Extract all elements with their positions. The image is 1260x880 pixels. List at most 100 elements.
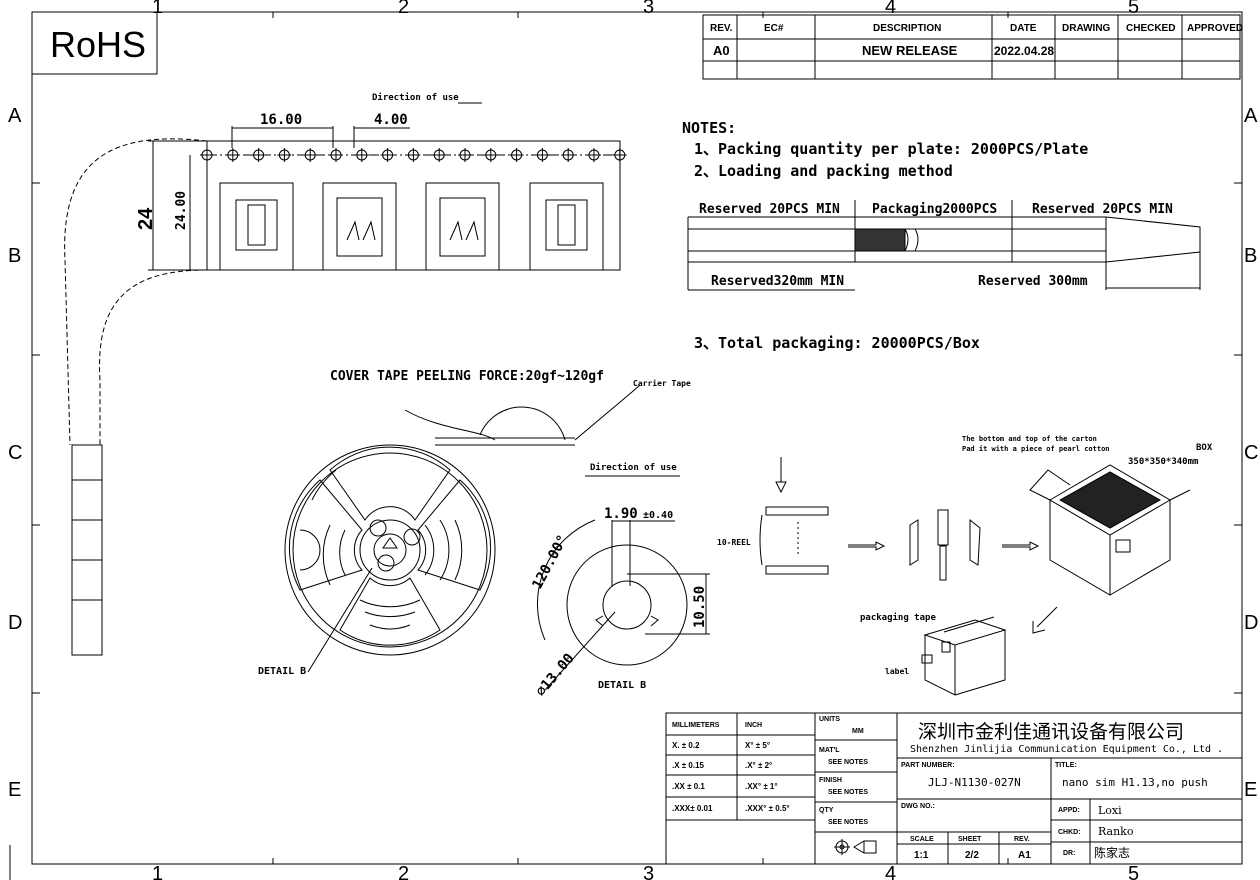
row-label-right-a: A bbox=[1244, 105, 1258, 127]
revision-table: REV. EC# DESCRIPTION DATE DRAWING CHECKE… bbox=[702, 14, 1243, 80]
tol-mm-1: X. ± 0.2 bbox=[672, 741, 700, 750]
reserved-bottom-right: Reserved 300mm bbox=[978, 274, 1088, 289]
reserved-bottom-left: Reserved320mm MIN bbox=[711, 274, 844, 289]
drawing-header: DRAWING bbox=[1062, 23, 1111, 34]
sheet-label: SHEET bbox=[958, 836, 982, 843]
packaging-tape-label: packaging tape bbox=[860, 612, 936, 623]
packaging-label: Packaging2000PCS bbox=[872, 202, 997, 217]
detail-b-left-label: DETAIL B bbox=[258, 666, 306, 677]
chkd-value: Ranko bbox=[1098, 825, 1134, 838]
chkd-label: CHKD: bbox=[1058, 829, 1081, 836]
description-header: DESCRIPTION bbox=[873, 23, 941, 34]
part-number-label: PART NUMBER: bbox=[901, 762, 955, 769]
row-label-right-b: B bbox=[1244, 245, 1257, 267]
finish-label: FINISH bbox=[819, 777, 842, 784]
tol-in-3: .XX° ± 1° bbox=[745, 782, 778, 791]
sheet-border bbox=[31, 11, 1243, 865]
inch-header: INCH bbox=[745, 722, 762, 729]
rev-header: REV. bbox=[710, 23, 733, 34]
col-label-top-4: 4 bbox=[885, 0, 896, 18]
tol-in-1: X° ± 5° bbox=[745, 741, 770, 750]
grid-labels: 1 2 3 4 5 1 2 3 4 5 A B C D E A B C D E bbox=[8, 0, 1258, 880]
row-label-right-e: E bbox=[1244, 779, 1257, 801]
units-value: MM bbox=[852, 728, 864, 735]
carrier-tape-label: Carrier Tape bbox=[633, 378, 691, 388]
checked-header: CHECKED bbox=[1126, 23, 1175, 34]
boxing-process bbox=[759, 457, 1191, 696]
reel-direction-label: Direction of use bbox=[590, 462, 677, 473]
scale-value: 1:1 bbox=[914, 850, 929, 861]
rev-label: REV. bbox=[1014, 836, 1030, 843]
label-label: label bbox=[885, 667, 909, 676]
carton-note-1: The bottom and top of the carton bbox=[962, 435, 1097, 443]
row-label-right-d: D bbox=[1244, 612, 1258, 634]
material-value: SEE NOTES bbox=[828, 759, 868, 766]
scale-label: SCALE bbox=[910, 836, 934, 843]
reel-view bbox=[284, 444, 496, 656]
ten-reel-label: 10-REEL bbox=[717, 538, 751, 547]
peel-tape-view bbox=[404, 384, 641, 446]
pitch-4-dim: 4.00 bbox=[374, 112, 408, 128]
material-label: MAT'L bbox=[819, 747, 840, 754]
date-value: 2022.04.28 bbox=[994, 44, 1054, 58]
appd-label: APPD: bbox=[1058, 807, 1080, 814]
dwg-no-label: DWG NO.: bbox=[901, 803, 935, 810]
rev-value-block: A1 bbox=[1018, 850, 1031, 861]
notes-title: NOTES: bbox=[682, 119, 736, 137]
box-size: 350*350*340mm bbox=[1128, 457, 1199, 467]
row-label-left-b: B bbox=[8, 245, 21, 267]
col-label-bottom-5: 5 bbox=[1128, 863, 1139, 880]
col-label-bottom-2: 2 bbox=[398, 863, 409, 880]
date-header: DATE bbox=[1010, 23, 1037, 34]
col-label-top-5: 5 bbox=[1128, 0, 1139, 18]
tape-direction-label: Direction of use bbox=[372, 92, 459, 103]
company-name-cn: 深圳市金利佳通讯设备有限公司 bbox=[918, 721, 1184, 743]
rev-value: A0 bbox=[713, 43, 730, 58]
note-3: 3、Total packaging: 20000PCS/Box bbox=[694, 334, 980, 352]
dim-190: 1.90 bbox=[604, 506, 638, 522]
description-value: NEW RELEASE bbox=[862, 43, 958, 58]
dim-1050: 10.50 bbox=[692, 586, 708, 628]
title-label: TITLE: bbox=[1055, 762, 1077, 769]
packing-strip bbox=[687, 200, 1201, 291]
col-label-top-2: 2 bbox=[398, 0, 409, 18]
title-block: MILLIMETERS INCH X. ± 0.2 X° ± 5° .X ± 0… bbox=[665, 712, 1243, 865]
detail-b-label: DETAIL B bbox=[598, 680, 646, 691]
company-name-en: Shenzhen Jinlijia Communication Equipmen… bbox=[910, 744, 1223, 755]
notes-section: NOTES: 1、Packing quantity per plate: 200… bbox=[682, 119, 1173, 352]
peeling-force-label: COVER TAPE PEELING FORCE:20gf~120gf bbox=[330, 369, 604, 384]
row-label-left-c: C bbox=[8, 442, 22, 464]
col-label-bottom-4: 4 bbox=[885, 863, 896, 880]
reserved-top-right: Reserved 20PCS MIN bbox=[1032, 202, 1173, 217]
note-2: 2、Loading and packing method bbox=[694, 162, 953, 180]
qty-label: QTY bbox=[819, 807, 834, 814]
finish-value: SEE NOTES bbox=[828, 789, 868, 796]
ec-header: EC# bbox=[764, 23, 784, 34]
detail-b-view bbox=[536, 519, 710, 691]
appd-value: Loxi bbox=[1098, 804, 1122, 817]
col-label-bottom-3: 3 bbox=[643, 863, 654, 880]
tol-mm-3: .XX ± 0.1 bbox=[672, 782, 705, 791]
box-label: BOX bbox=[1196, 443, 1213, 453]
row-label-left-a: A bbox=[8, 105, 22, 127]
title-value: nano sim H1.13,no push bbox=[1062, 776, 1208, 789]
approved-header: APPROVED bbox=[1187, 23, 1243, 34]
tape-width-24: 24 bbox=[135, 207, 157, 230]
millimeters-header: MILLIMETERS bbox=[672, 722, 720, 729]
dim-13: ∅13.00 bbox=[533, 651, 578, 700]
tape-width-2400: 24.00 bbox=[174, 191, 189, 230]
carrier-tape-view: 16.00 4.00 Direction of use 24 24.00 bbox=[64, 92, 627, 656]
col-label-bottom-1: 1 bbox=[152, 863, 163, 880]
dr-value: 陈家志 bbox=[1094, 845, 1130, 860]
row-label-right-c: C bbox=[1244, 442, 1258, 464]
tol-mm-2: .X ± 0.15 bbox=[672, 761, 705, 770]
dim-tolerance: ±0.40 bbox=[643, 510, 673, 521]
rohs-logo: RoHS bbox=[50, 24, 146, 65]
row-label-left-d: D bbox=[8, 612, 22, 634]
part-number-value: JLJ-N1130-027N bbox=[928, 776, 1021, 789]
pitch-16-dim: 16.00 bbox=[260, 112, 302, 128]
tol-in-2: .X° ± 2° bbox=[745, 761, 772, 770]
col-label-top-1: 1 bbox=[152, 0, 163, 18]
row-label-left-e: E bbox=[8, 779, 21, 801]
